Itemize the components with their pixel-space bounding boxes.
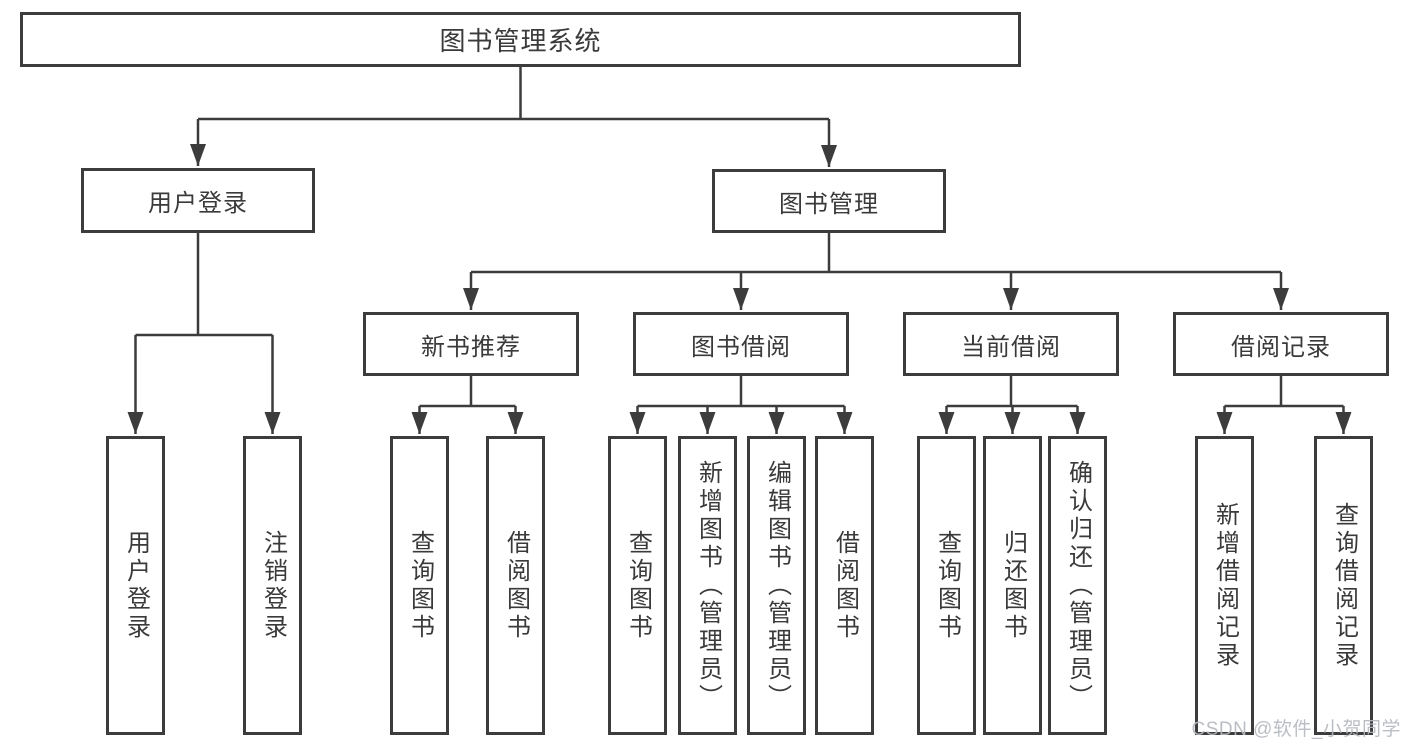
node-library-management-system: 图书管理系统: [20, 12, 1021, 67]
leaf-add-borrow-record: 新增借阅记录: [1195, 436, 1254, 735]
arrow-lines: [127, 119, 1352, 434]
node-label: 借阅图书: [831, 529, 859, 642]
node-label: 图书管理: [779, 190, 879, 218]
leaf-query-books-2: 查询图书: [608, 436, 667, 735]
node-book-borrowing: 图书借阅: [633, 312, 849, 376]
node-label: 图书借阅: [691, 333, 791, 361]
node-label: 图书管理系统: [439, 26, 602, 56]
node-label: 注销登录: [259, 529, 287, 642]
node-label: 用户登录: [122, 529, 150, 642]
leaf-borrow-books-2: 借阅图书: [815, 436, 874, 735]
leaf-query-books-1: 查询图书: [390, 436, 449, 735]
node-label: 新增借阅记录: [1211, 501, 1239, 670]
node-label: 确认归还（管理员）: [1064, 459, 1092, 712]
node-current-borrowing: 当前借阅: [903, 312, 1119, 376]
leaf-logout: 注销登录: [243, 436, 302, 735]
csdn-watermark: CSDN @软件_小贺同学: [1191, 719, 1401, 740]
node-borrowing-records: 借阅记录: [1173, 312, 1389, 376]
node-label: 查询图书: [624, 529, 652, 642]
leaf-edit-books-admin: 编辑图书（管理员）: [747, 436, 806, 735]
node-label: 当前借阅: [961, 333, 1061, 361]
node-label: 用户登录: [148, 190, 248, 217]
node-label: 新书推荐: [421, 333, 521, 361]
leaf-add-books-admin: 新增图书（管理员）: [678, 436, 737, 735]
node-label: 借阅图书: [502, 529, 530, 642]
leaf-query-books-3: 查询图书: [917, 436, 976, 735]
node-label: 查询图书: [933, 529, 961, 642]
node-book-management: 图书管理: [712, 169, 946, 233]
leaf-query-borrow-record: 查询借阅记录: [1314, 436, 1373, 735]
tree-trunk-lines: [135, 67, 1344, 408]
node-label: 查询图书: [406, 529, 434, 642]
node-label: 查询借阅记录: [1330, 501, 1358, 670]
leaf-borrow-books-1: 借阅图书: [486, 436, 545, 735]
leaf-confirm-return-admin: 确认归还（管理员）: [1048, 436, 1107, 735]
node-label: 新增图书（管理员）: [694, 459, 722, 712]
leaf-return-books: 归还图书: [983, 436, 1042, 735]
node-new-book-recommendation: 新书推荐: [363, 312, 579, 376]
node-label: 借阅记录: [1231, 333, 1331, 361]
node-label: 归还图书: [999, 529, 1027, 642]
leaf-user-login: 用户登录: [106, 436, 165, 735]
node-label: 编辑图书（管理员）: [763, 459, 791, 712]
node-user-login-branch: 用户登录: [81, 168, 315, 233]
